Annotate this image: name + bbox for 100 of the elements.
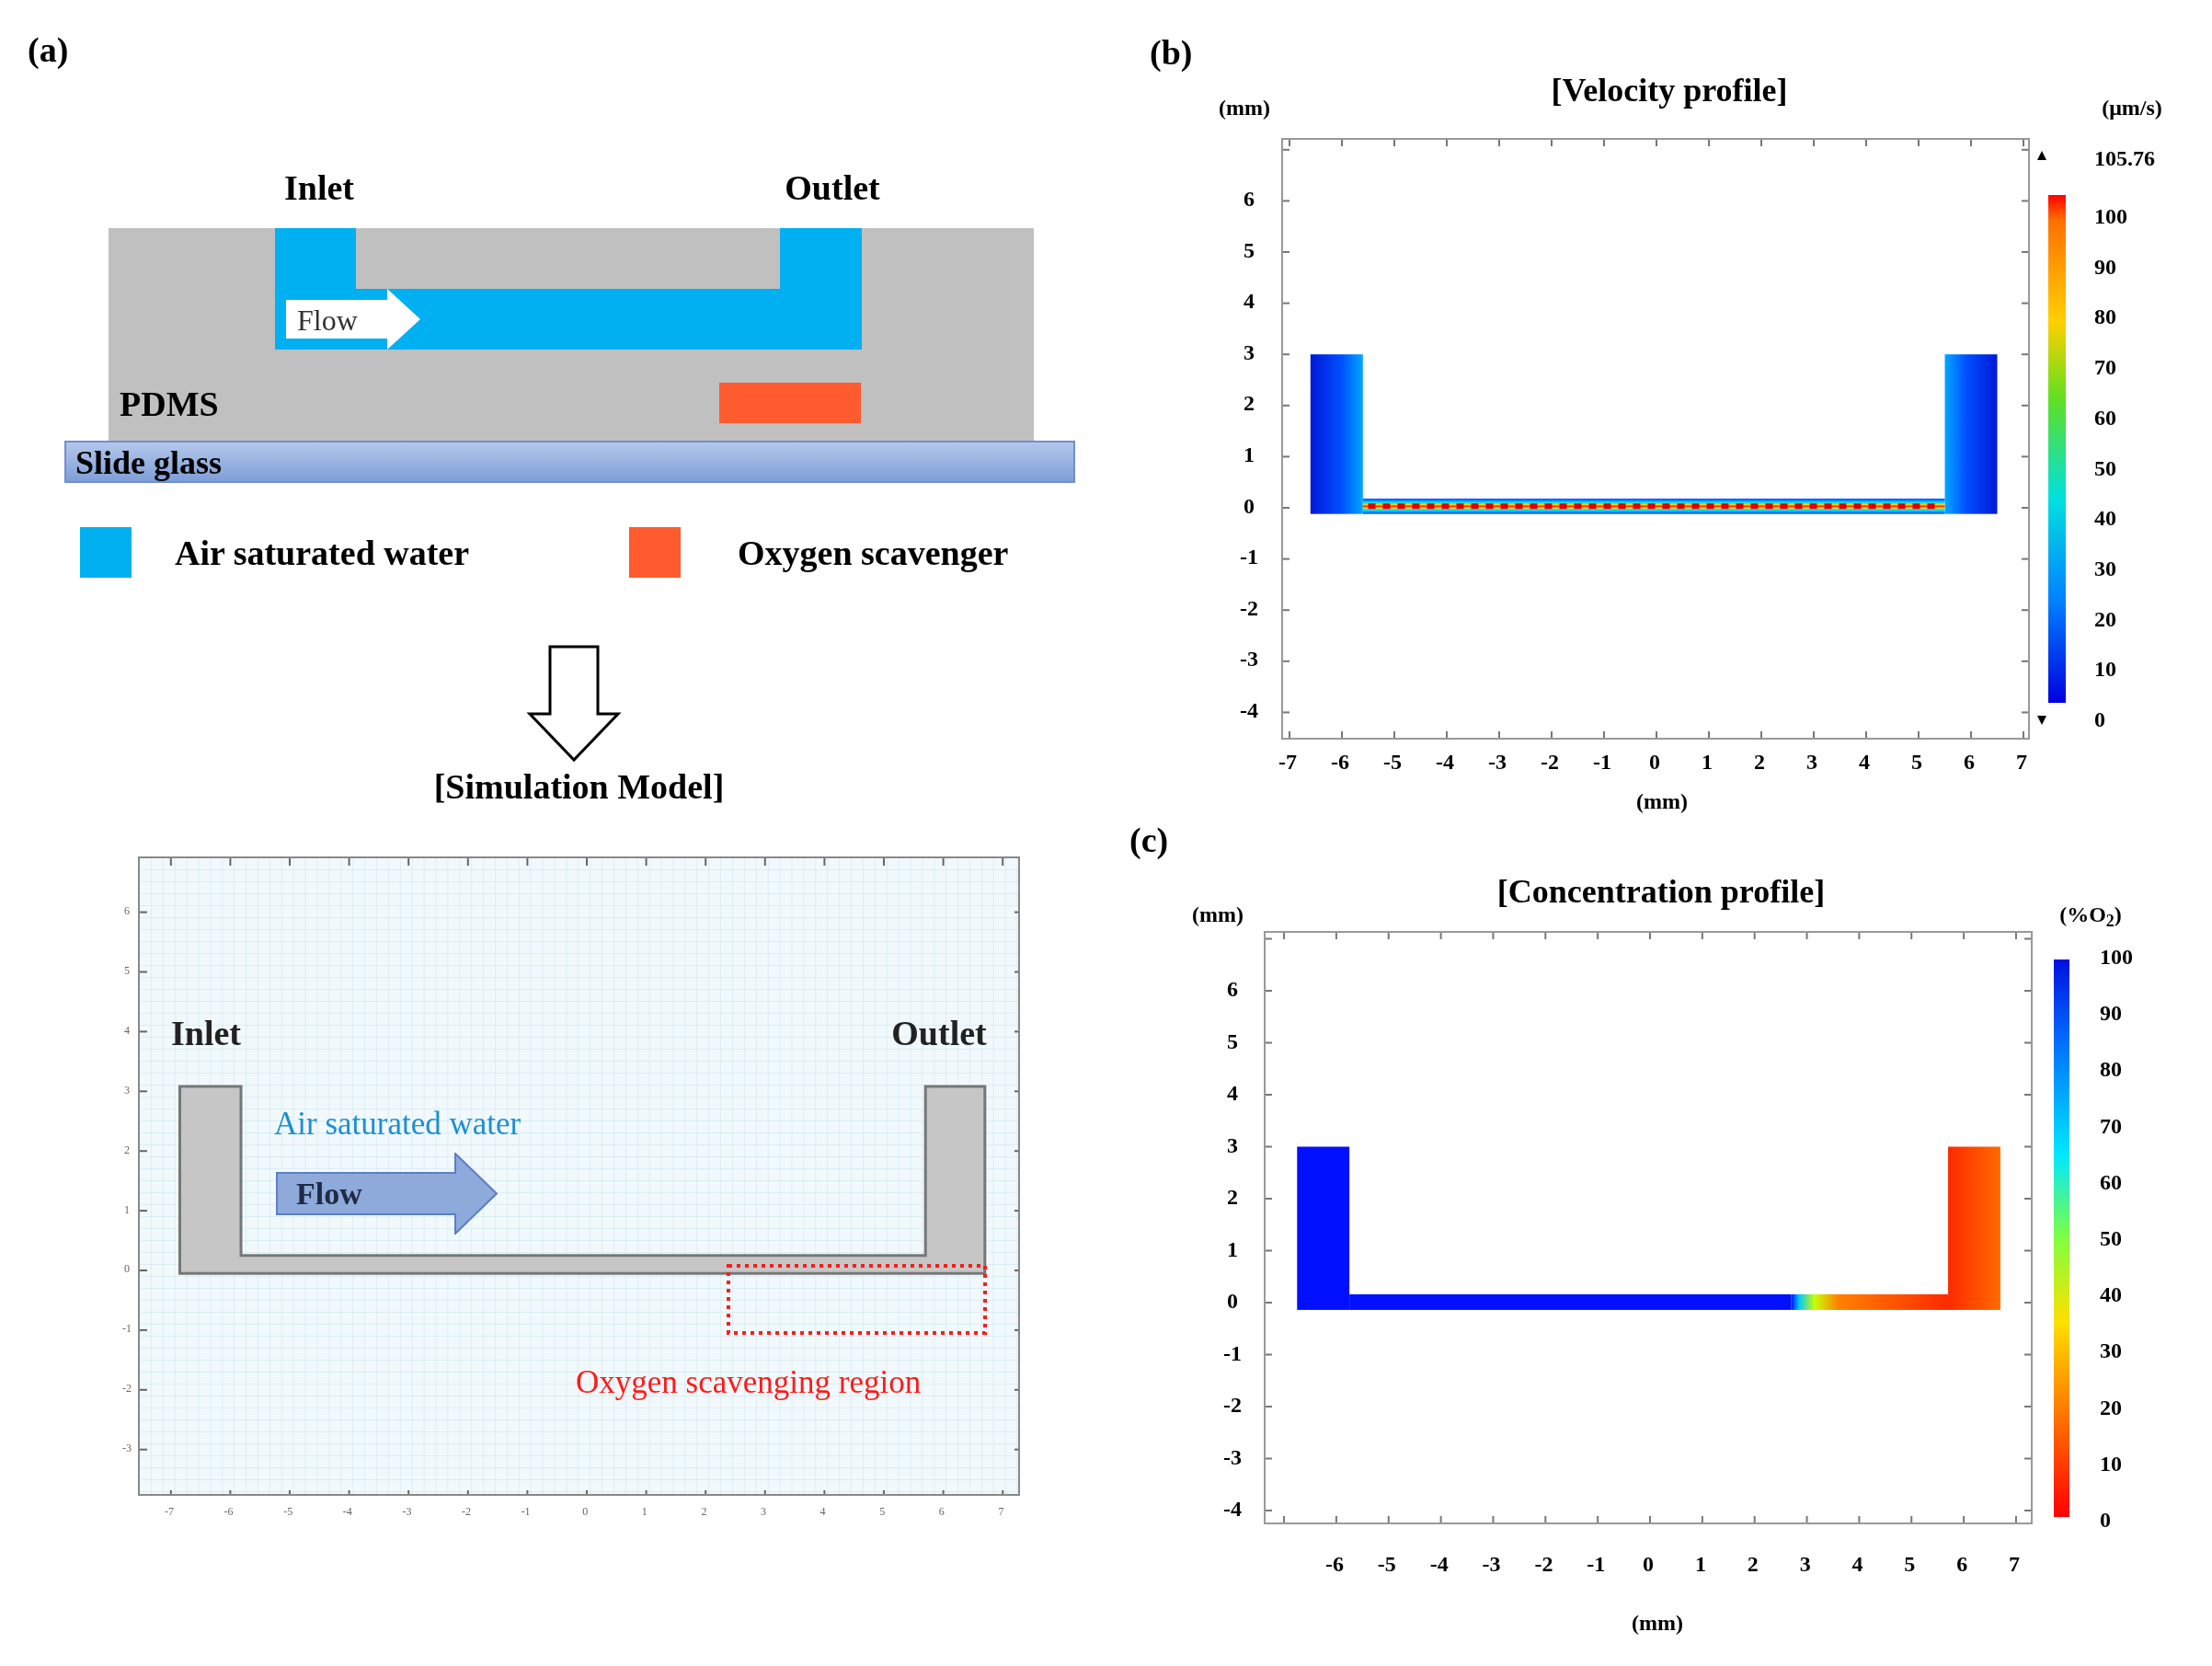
tick-label: -6 — [1325, 1553, 1344, 1575]
flow-label: Flow — [296, 1177, 362, 1211]
colorbar-tick-label: 60 — [2100, 1170, 2122, 1193]
tick-label: 3 — [1799, 1553, 1811, 1575]
tick-label: -3 — [402, 1506, 412, 1517]
tick-label: -7 — [1278, 751, 1297, 773]
tick-label: -2 — [462, 1506, 471, 1517]
tick-label: -1 — [1593, 751, 1611, 773]
axis-unit: (mm) — [1632, 1612, 1683, 1634]
tick-label: 5 — [1911, 751, 1922, 773]
tick-label: 0 — [1227, 1290, 1238, 1312]
tick-label: 3 — [1227, 1133, 1238, 1156]
hollow-arrow — [526, 645, 622, 763]
tick-label: -3 — [1240, 648, 1258, 671]
colorbar-tick-label: 70 — [2094, 356, 2116, 379]
tick-label: 3 — [1244, 340, 1255, 363]
colorbar-tick-label: 90 — [2094, 255, 2116, 278]
tick-label: -4 — [1436, 751, 1454, 773]
tick-label: -4 — [342, 1506, 352, 1517]
colorbar-unit: (μm/s) — [2102, 97, 2162, 119]
panel-label: (c) — [1129, 822, 1169, 857]
tick-label: 6 — [938, 1506, 945, 1517]
tick-label: 2 — [1227, 1186, 1238, 1208]
axis-unit: (mm) — [1219, 97, 1270, 119]
colorbar-tick-label: 100 — [2100, 946, 2133, 968]
tick-label: 2 — [1244, 392, 1255, 415]
colorbar-tick-label: 60 — [2094, 406, 2116, 429]
tick-label: 5 — [1227, 1029, 1238, 1052]
plot-title: [Velocity profile] — [1551, 74, 1788, 107]
tick-label: 6 — [1964, 751, 1975, 773]
tick-label: -1 — [1240, 546, 1258, 569]
tick-label: 4 — [124, 1024, 130, 1036]
tick-label: 5 — [1244, 238, 1255, 261]
material-label: Slide glass — [75, 444, 223, 481]
tick-label: -3 — [1223, 1445, 1242, 1468]
colorbar-tick-label: 30 — [2100, 1339, 2122, 1362]
tick-label: 7 — [998, 1506, 1004, 1517]
tick-label: 0 — [1244, 494, 1255, 517]
tick-label: -1 — [1587, 1553, 1606, 1575]
tick-label: 4 — [1227, 1082, 1238, 1104]
flow-label: Flow — [297, 304, 358, 337]
tick-label: 0 — [124, 1263, 130, 1275]
tick-label: 1 — [641, 1506, 648, 1517]
inlet-label: Inlet — [171, 1016, 241, 1051]
plot-title: [Concentration profile] — [1496, 875, 1826, 908]
colorbar-tick-label: 50 — [2094, 456, 2116, 479]
inlet-label: Inlet — [284, 170, 354, 205]
pdms-block — [109, 228, 1034, 441]
colorbar-max-label: 105.76 — [2094, 147, 2155, 169]
tick-label: 1 — [1227, 1237, 1238, 1260]
panel-label: (b) — [1150, 35, 1193, 70]
tick-label: 5 — [124, 964, 130, 976]
tick-label: 3 — [1806, 751, 1817, 773]
tick-label: -6 — [1331, 751, 1349, 773]
tick-label: -3 — [122, 1442, 132, 1454]
tick-label: 2 — [1754, 751, 1765, 773]
tick-label: 2 — [701, 1506, 707, 1517]
tick-label: -5 — [283, 1506, 293, 1517]
colorbar-tick-label: 70 — [2100, 1114, 2122, 1137]
tick-label: 4 — [819, 1506, 826, 1517]
tick-label: -2 — [1541, 751, 1559, 773]
tick-label: 5 — [1904, 1553, 1916, 1575]
tick-label: -2 — [1240, 596, 1258, 619]
colorbar-tick-label: 90 — [2100, 1002, 2122, 1025]
tick-label: -3 — [1482, 1553, 1501, 1575]
tick-label: -1 — [122, 1323, 132, 1335]
tick-label: -3 — [1488, 751, 1507, 773]
tick-label: -4 — [1429, 1553, 1449, 1575]
outlet-label: Outlet — [785, 170, 880, 205]
tick-label: 3 — [761, 1506, 766, 1517]
colorbar-tick-label: 10 — [2100, 1452, 2122, 1475]
tick-label: -7 — [165, 1506, 174, 1517]
tick-label: -2 — [122, 1383, 132, 1395]
colorbar-tick-label: 0 — [2094, 708, 2105, 730]
colorbar-tick-label: 40 — [2094, 507, 2116, 530]
colorbar-unit: (%O$_{2}$) — [2059, 903, 2122, 925]
tick-label: -2 — [1223, 1394, 1242, 1416]
tick-label: -4 — [1240, 699, 1258, 721]
tick-label: -5 — [1383, 751, 1402, 773]
outlet-label: Outlet — [891, 1016, 987, 1051]
tick-label: -1 — [1223, 1341, 1242, 1364]
fluid-label: Air saturated water — [274, 1107, 521, 1140]
colorbar-tick-label: 0 — [2100, 1509, 2111, 1531]
tick-label: 4 — [1851, 1553, 1863, 1575]
tick-label: 6 — [1227, 978, 1238, 1000]
tick-label: -1 — [521, 1506, 531, 1517]
tick-label: 4 — [1859, 751, 1870, 773]
tick-label: -4 — [1223, 1498, 1242, 1520]
tick-label: 6 — [124, 905, 130, 916]
axis-unit: (mm) — [1192, 903, 1244, 925]
tick-label: 6 — [1244, 188, 1255, 210]
panel-label: (a) — [28, 32, 69, 67]
tick-label: 0 — [1643, 1553, 1655, 1575]
colorbar-tick-label: 10 — [2094, 658, 2116, 681]
tick-label: 1 — [1694, 1553, 1706, 1575]
legend-label: Oxygen scavenger — [738, 535, 1009, 570]
colorbar-tick-label: 20 — [2100, 1396, 2122, 1419]
colorbar-tick-label: 30 — [2094, 557, 2116, 580]
tick-label: 6 — [1956, 1553, 1968, 1575]
colorbar-tick-label: 80 — [2100, 1058, 2122, 1081]
